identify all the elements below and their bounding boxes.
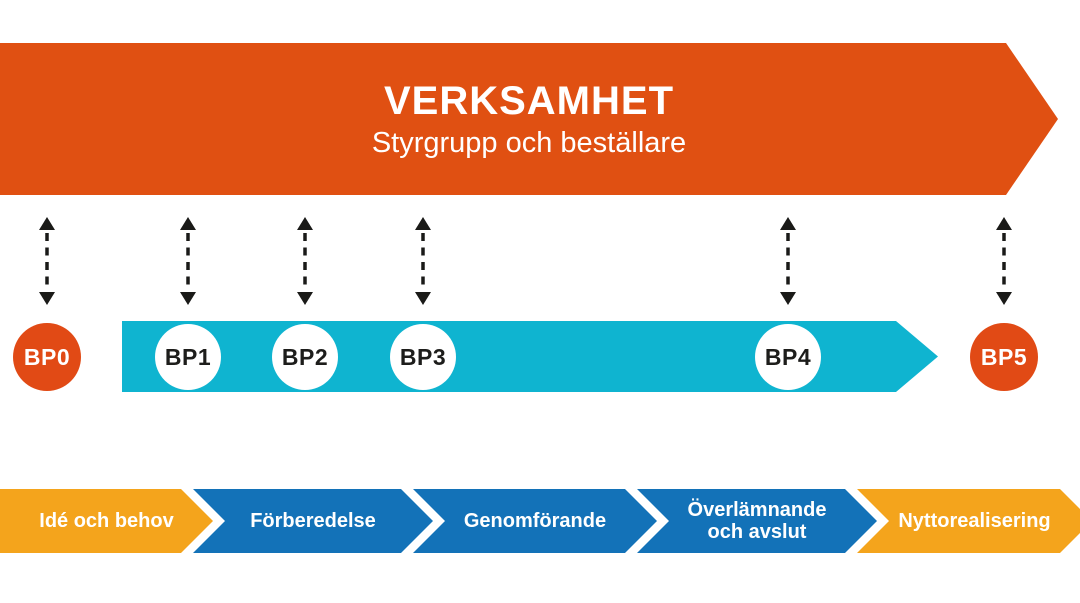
- phase-ide-och-behov: Idé och behov: [0, 489, 213, 553]
- double-arrow-icon: [39, 217, 55, 305]
- milestone-bp4: BP4: [755, 324, 821, 390]
- double-arrow-icon: [297, 217, 313, 305]
- banner-subtitle: Styrgrupp och beställare: [371, 126, 687, 159]
- milestone-label: BP1: [164, 343, 212, 370]
- milestone-label: BP4: [764, 343, 812, 370]
- phase-label: Idé och behov: [39, 510, 174, 532]
- double-arrow-icon: [780, 217, 796, 305]
- milestone-bp5: BP5: [970, 323, 1038, 391]
- verksamhet-banner: VERKSAMHET Styrgrupp och beställare: [0, 43, 1058, 195]
- phase-label: Förberedelse: [250, 510, 376, 532]
- phase-label: Nyttorealisering: [898, 510, 1051, 532]
- phase-overlamnande-och-avslut: Överlämnande och avslut: [637, 489, 877, 553]
- milestone-label: BP2: [281, 343, 329, 370]
- phase-nyttorealisering: Nyttorealisering: [857, 489, 1080, 553]
- banner-title: VERKSAMHET: [383, 78, 675, 123]
- phase-label: Genomförande: [463, 510, 607, 532]
- milestone-bp3: BP3: [390, 324, 456, 390]
- milestone-bp1: BP1: [155, 324, 221, 390]
- double-arrow-icon: [180, 217, 196, 305]
- phase-label: Överlämnande och avslut: [687, 499, 827, 543]
- phase-genomforande: Genomförande: [413, 489, 657, 553]
- milestone-label: BP3: [399, 343, 447, 370]
- phase-forberedelse: Förberedelse: [193, 489, 433, 553]
- milestone-bp0: BP0: [13, 323, 81, 391]
- milestone-bp2: BP2: [272, 324, 338, 390]
- milestone-label: BP5: [980, 343, 1028, 370]
- double-arrow-icon: [996, 217, 1012, 305]
- milestone-label: BP0: [23, 343, 71, 370]
- double-arrow-icon: [415, 217, 431, 305]
